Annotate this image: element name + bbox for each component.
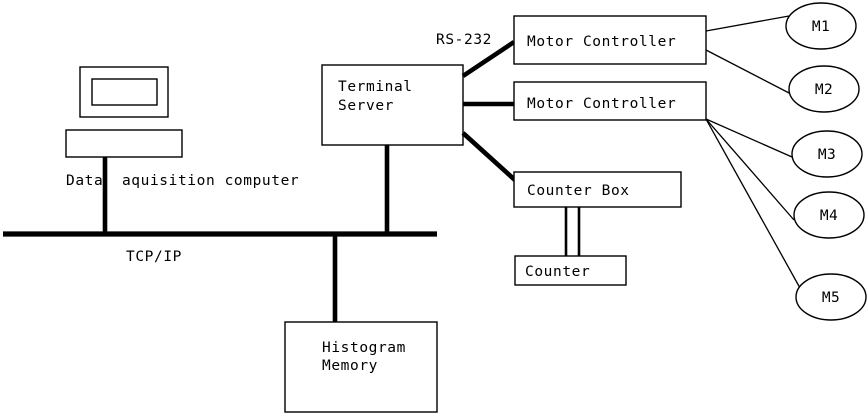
data-acquisition-computer-label: Data aquisition computer bbox=[66, 173, 299, 189]
counter-rect bbox=[514, 255, 627, 286]
motor-m4-ellipse bbox=[793, 191, 865, 239]
data-acquisition-computer-node[interactable]: Data aquisition computer bbox=[65, 66, 299, 189]
link-terminal-server-to-counter-box bbox=[461, 131, 518, 183]
histogram-memory-box bbox=[284, 321, 438, 413]
computer-chassis-icon bbox=[65, 129, 183, 158]
counter-box-label: Counter Box bbox=[527, 183, 630, 199]
motor-m2-node[interactable]: M2 bbox=[788, 65, 860, 113]
motor-controller-2-node[interactable]: Motor Controller bbox=[513, 81, 707, 121]
motor-m3-node[interactable]: M3 bbox=[791, 130, 863, 178]
motor-m4-node[interactable]: M4 bbox=[793, 191, 865, 239]
motor-m2-label: M2 bbox=[815, 82, 833, 98]
counter-box-rect bbox=[513, 171, 682, 208]
counter-label: Counter bbox=[525, 264, 590, 280]
motor-m3-label: M3 bbox=[818, 147, 836, 163]
motor-controller-1-node[interactable]: Motor Controller bbox=[513, 15, 707, 65]
motor-m5-node[interactable]: M5 bbox=[795, 273, 867, 321]
cable-motor-controller-1-to-m2 bbox=[705, 49, 792, 95]
terminal-server-box bbox=[321, 64, 464, 146]
motor-m5-ellipse bbox=[795, 273, 867, 321]
cable-motor-controller-2-to-m5 bbox=[705, 118, 801, 289]
motor-m1-ellipse bbox=[785, 2, 857, 50]
motor-controller-2-box bbox=[513, 81, 707, 121]
histogram-memory-label-line2: Memory bbox=[322, 358, 378, 374]
tcpip-bus-label: TCP/IP bbox=[126, 249, 182, 265]
motor-m1-label: M1 bbox=[812, 19, 830, 35]
cable-motor-controller-2-to-m4 bbox=[705, 118, 795, 221]
counter-box-node[interactable]: Counter Box bbox=[513, 171, 682, 208]
rs232-links-group bbox=[461, 40, 518, 183]
terminal-server-label-line2: Server bbox=[338, 98, 394, 114]
motor-m2-ellipse bbox=[788, 65, 860, 113]
cable-motor-controller-1-to-m1 bbox=[705, 15, 790, 32]
motor-cables-group bbox=[705, 15, 801, 289]
cable-motor-controller-2-to-m3 bbox=[705, 118, 793, 158]
terminal-server-label-line1: Terminal bbox=[338, 79, 413, 95]
motor-m5-label: M5 bbox=[822, 290, 840, 306]
rs232-link-label: RS-232 bbox=[436, 32, 492, 48]
counter-node[interactable]: Counter bbox=[514, 255, 627, 286]
terminal-server-node[interactable]: Terminal Server bbox=[321, 64, 464, 146]
motor-m3-ellipse bbox=[791, 130, 863, 178]
monitor-screen-icon bbox=[91, 78, 158, 106]
motor-m1-node[interactable]: M1 bbox=[785, 2, 857, 50]
link-terminal-server-to-motor-controller-1 bbox=[461, 40, 516, 78]
counter-box-to-counter-cable-group bbox=[564, 207, 581, 257]
motor-controller-1-box bbox=[513, 15, 707, 65]
motor-m4-label: M4 bbox=[820, 208, 838, 224]
tcpip-bus-group bbox=[3, 145, 437, 322]
histogram-memory-label-line1: Histogram bbox=[322, 340, 406, 356]
motor-controller-1-label: Motor Controller bbox=[527, 34, 676, 50]
motor-controller-2-label: Motor Controller bbox=[527, 96, 676, 112]
histogram-memory-node[interactable]: Histogram Memory bbox=[284, 321, 438, 413]
